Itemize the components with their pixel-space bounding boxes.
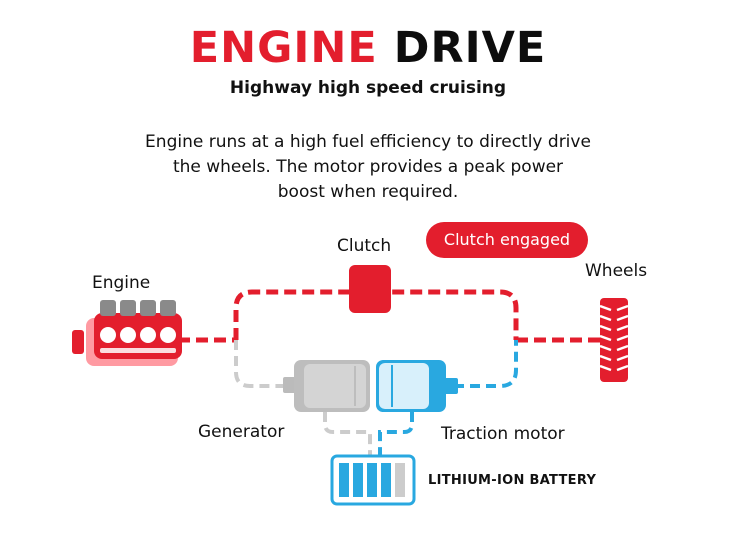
description-line: the wheels. The motor provides a peak po…: [172, 157, 564, 177]
page-title: ENGINE DRIVE: [0, 22, 736, 74]
path-generator-battery: [323, 412, 372, 458]
battery-label: LITHIUM-ION BATTERY: [428, 473, 597, 488]
description-line: Engine runs at a high fuel efficiency to…: [145, 132, 591, 152]
wheels-label: Wheels: [585, 261, 648, 281]
title-word-engine: ENGINE: [189, 23, 378, 73]
title-word-drive: DRIVE: [393, 23, 547, 73]
path-motor-to-loop: [454, 340, 518, 388]
electric-path: [378, 340, 518, 458]
engine-icon: [72, 300, 182, 366]
wheel-icon: [599, 298, 629, 382]
generator-path: [234, 340, 372, 458]
battery-icon: [330, 454, 416, 506]
traction-motor-label: Traction motor: [441, 424, 565, 444]
clutch-status-badge: Clutch engaged: [426, 222, 588, 258]
path-motor-battery: [378, 412, 414, 458]
clutch-label: Clutch: [337, 236, 392, 256]
generator-icon: [283, 360, 370, 412]
path-generator-shaft: [234, 340, 290, 388]
description-line: boost when required.: [277, 182, 459, 202]
generator-label: Generator: [198, 422, 285, 442]
page-subtitle: Highway high speed cruising: [229, 78, 507, 98]
engine-label: Engine: [92, 273, 151, 293]
traction-motor-icon: [376, 360, 458, 412]
description: Engine runs at a high fuel efficiency to…: [100, 130, 636, 205]
clutch-icon: [349, 265, 391, 313]
